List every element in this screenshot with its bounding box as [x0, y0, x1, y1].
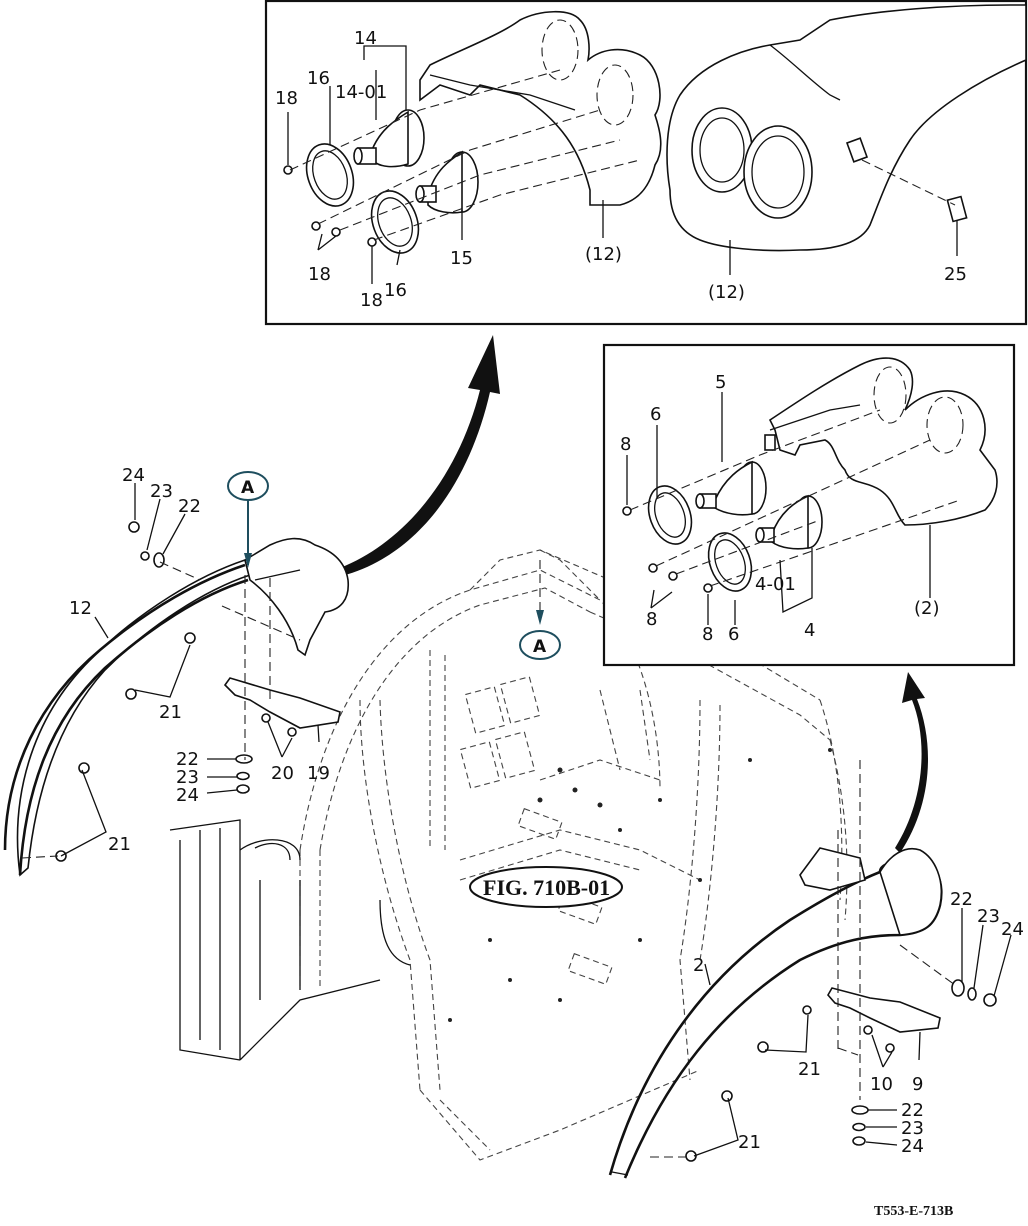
- label-21: 21: [798, 1059, 821, 1080]
- label-15: 15: [450, 248, 473, 269]
- label-8: 8: [646, 609, 657, 630]
- lamp-4: [755, 494, 823, 550]
- label-22: 22: [950, 889, 973, 910]
- figure-title: FIG. 710B-01: [483, 875, 610, 900]
- callout-label: A: [533, 637, 547, 657]
- label-23: 23: [977, 906, 1000, 927]
- arrow-to-right-detail: [895, 672, 929, 853]
- label-21: 21: [108, 834, 131, 855]
- label-18: 18: [360, 290, 383, 311]
- left-fender-12: A 24 23 22 12 21 21 22 23 24 20 19: [3, 465, 350, 877]
- label-22: 22: [178, 496, 201, 517]
- ring-16-a: [305, 143, 355, 207]
- label-18: 18: [308, 264, 331, 285]
- label-12-ref: (12): [708, 282, 745, 303]
- label-16: 16: [384, 280, 407, 301]
- label-6: 6: [728, 624, 739, 645]
- label-2-ref: (2): [914, 598, 940, 619]
- label-21: 21: [159, 702, 182, 723]
- label-2: 2: [693, 955, 704, 976]
- detail-box-upper: 14 14-01 16 18 18 18 16 15 (12) (12) 25: [264, 0, 1028, 326]
- label-9: 9: [912, 1074, 923, 1095]
- label-10: 10: [870, 1074, 893, 1095]
- label-4: 4: [804, 620, 815, 641]
- label-21: 21: [738, 1132, 761, 1153]
- label-23: 23: [176, 767, 199, 788]
- label-23: 23: [150, 481, 173, 502]
- label-24: 24: [901, 1136, 924, 1157]
- lamp-14: [353, 109, 425, 168]
- label-22: 22: [901, 1100, 924, 1121]
- arrow-to-upper-detail: [340, 335, 500, 576]
- label-8: 8: [620, 434, 631, 455]
- label-8: 8: [702, 624, 713, 645]
- label-14: 14: [354, 28, 377, 49]
- drawing-code: T553-E-713B: [874, 1204, 953, 1219]
- label-4-01: 4-01: [755, 574, 796, 595]
- lamp-5: [695, 460, 767, 516]
- label-20: 20: [271, 763, 294, 784]
- label-14-01: 14-01: [335, 82, 387, 103]
- view-callout-A-cab: A: [519, 560, 561, 660]
- label-23: 23: [901, 1118, 924, 1139]
- label-12-ref: (12): [585, 244, 622, 265]
- detail-box-right: 5 6 8 8 8 6 4-01 4 (2): [602, 343, 1016, 667]
- label-19: 19: [307, 763, 330, 784]
- label-22: 22: [176, 749, 199, 770]
- label-12: 12: [69, 598, 92, 619]
- figure-title-badge: FIG. 710B-01: [469, 866, 623, 908]
- callout-label: A: [241, 478, 255, 498]
- label-6: 6: [650, 404, 661, 425]
- right-fender-2: 22 23 24 2 21 21 10 9 22 23 24: [608, 760, 1024, 1179]
- label-24: 24: [1001, 919, 1024, 940]
- label-5: 5: [715, 372, 726, 393]
- label-18: 18: [275, 88, 298, 109]
- label-25: 25: [944, 264, 967, 285]
- label-24: 24: [176, 785, 199, 806]
- label-24: 24: [122, 465, 145, 486]
- label-16: 16: [307, 68, 330, 89]
